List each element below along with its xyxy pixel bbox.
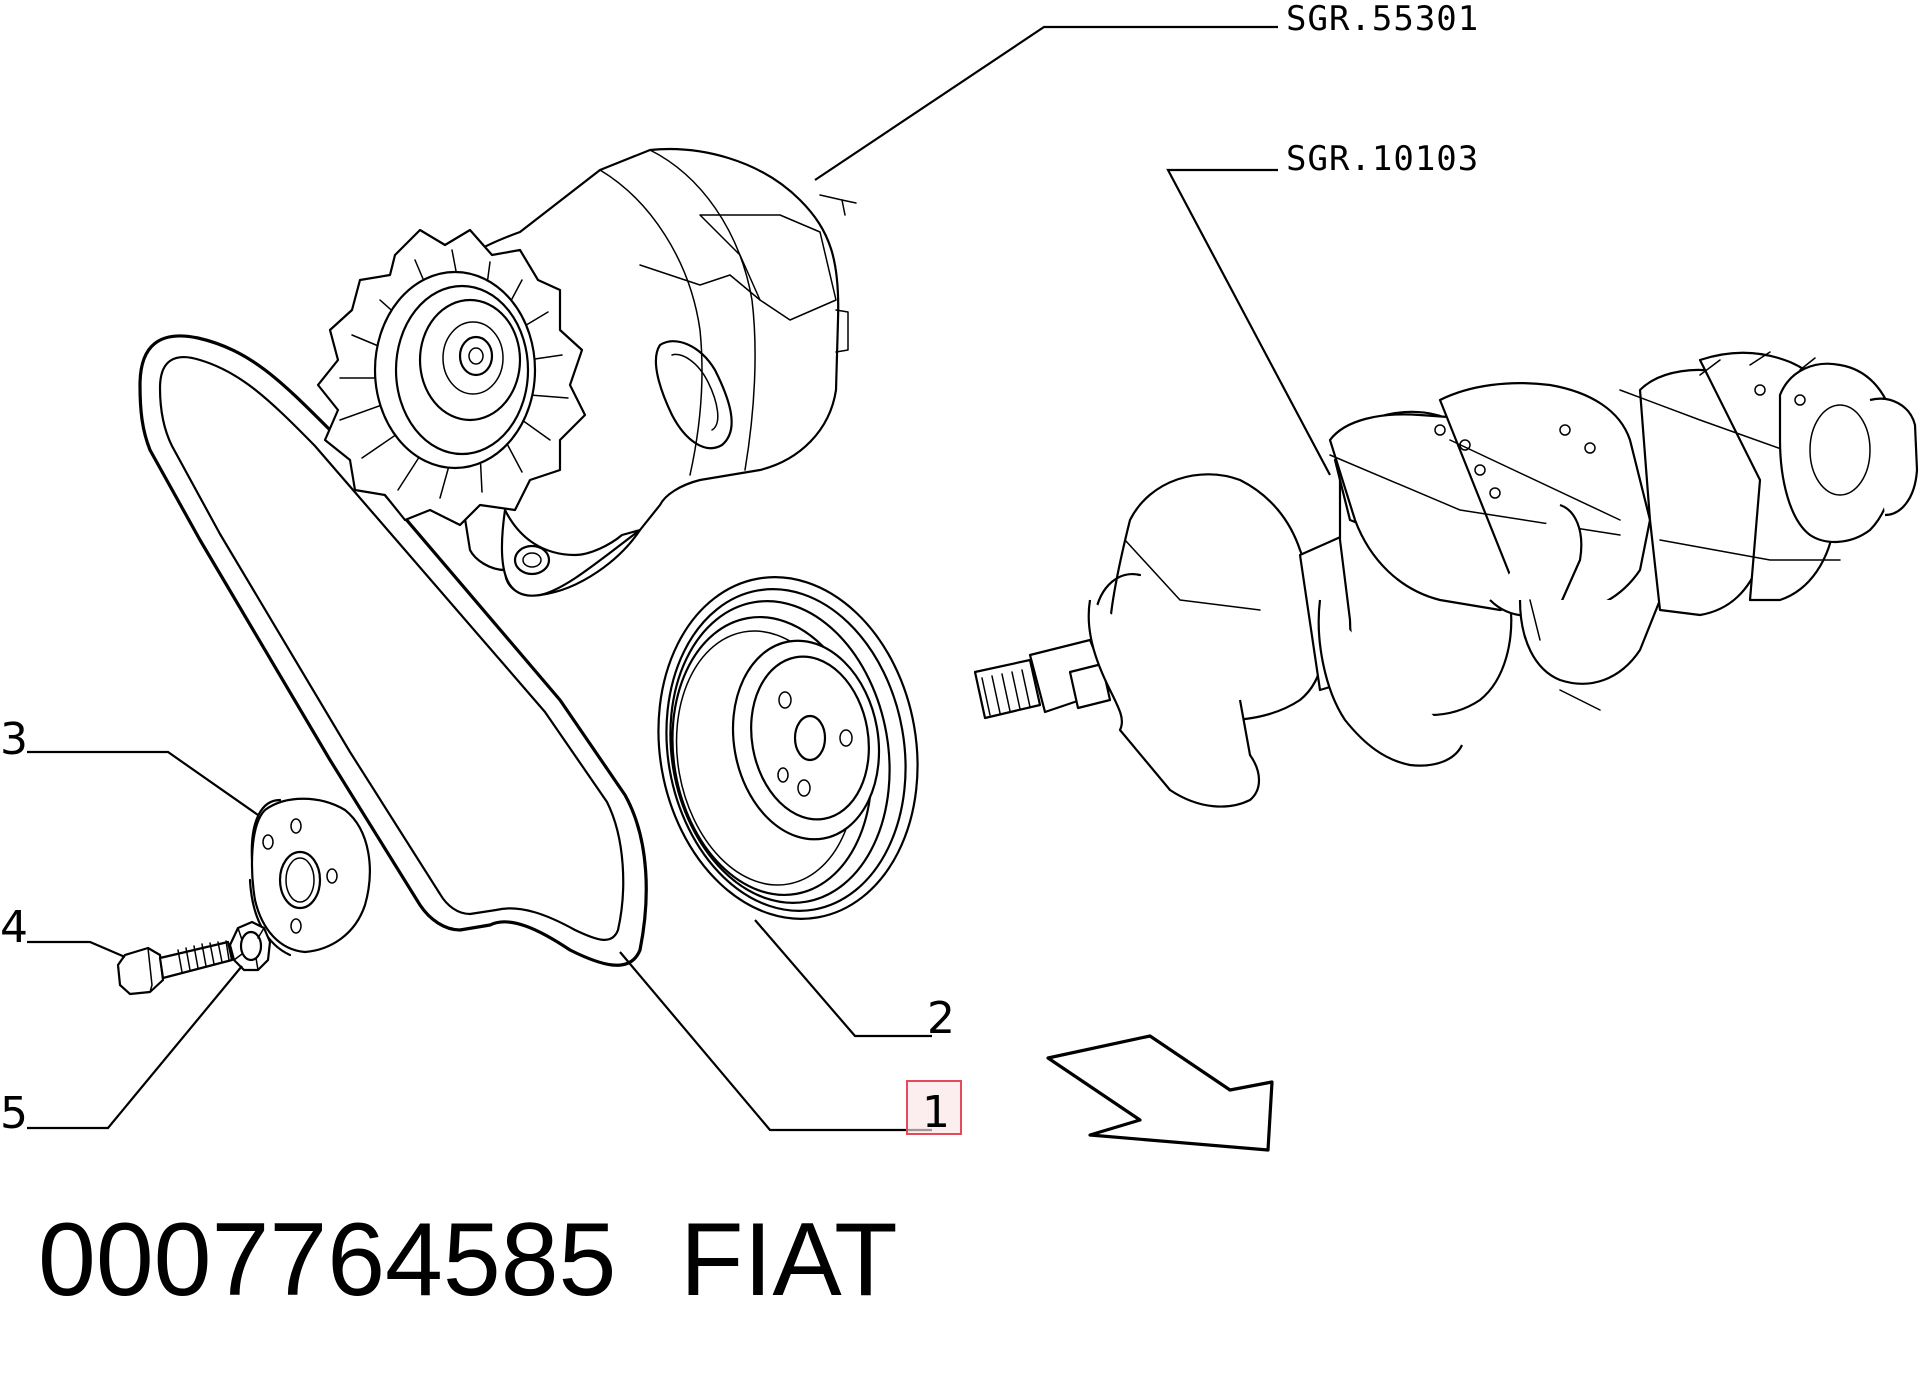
washer-icon[interactable]	[228, 920, 272, 972]
callout-1[interactable]: 1	[922, 1087, 950, 1138]
part-number: 0007764585	[38, 1202, 617, 1318]
callout-2: 2	[927, 993, 955, 1044]
alternator-icon[interactable]	[316, 148, 857, 597]
crankshaft-icon[interactable]	[973, 351, 1919, 808]
leader-lines	[27, 25, 1331, 1132]
callout-5: 5	[0, 1088, 28, 1139]
callout-4: 4	[0, 902, 28, 953]
callout-ref-crankshaft: SGR.10103	[1286, 139, 1479, 179]
drive-belt-icon[interactable]	[138, 334, 648, 967]
pulley-icon[interactable]	[632, 556, 944, 939]
hub-flange-icon[interactable]	[248, 797, 371, 957]
bolt-icon[interactable]	[116, 940, 234, 996]
callout-1-highlight	[906, 1080, 962, 1135]
callout-3: 3	[0, 714, 28, 765]
callout-ref-alternator: SGR.55301	[1286, 0, 1479, 39]
direction-arrow-icon	[1046, 1034, 1274, 1152]
brand-name: FIAT	[680, 1202, 898, 1318]
